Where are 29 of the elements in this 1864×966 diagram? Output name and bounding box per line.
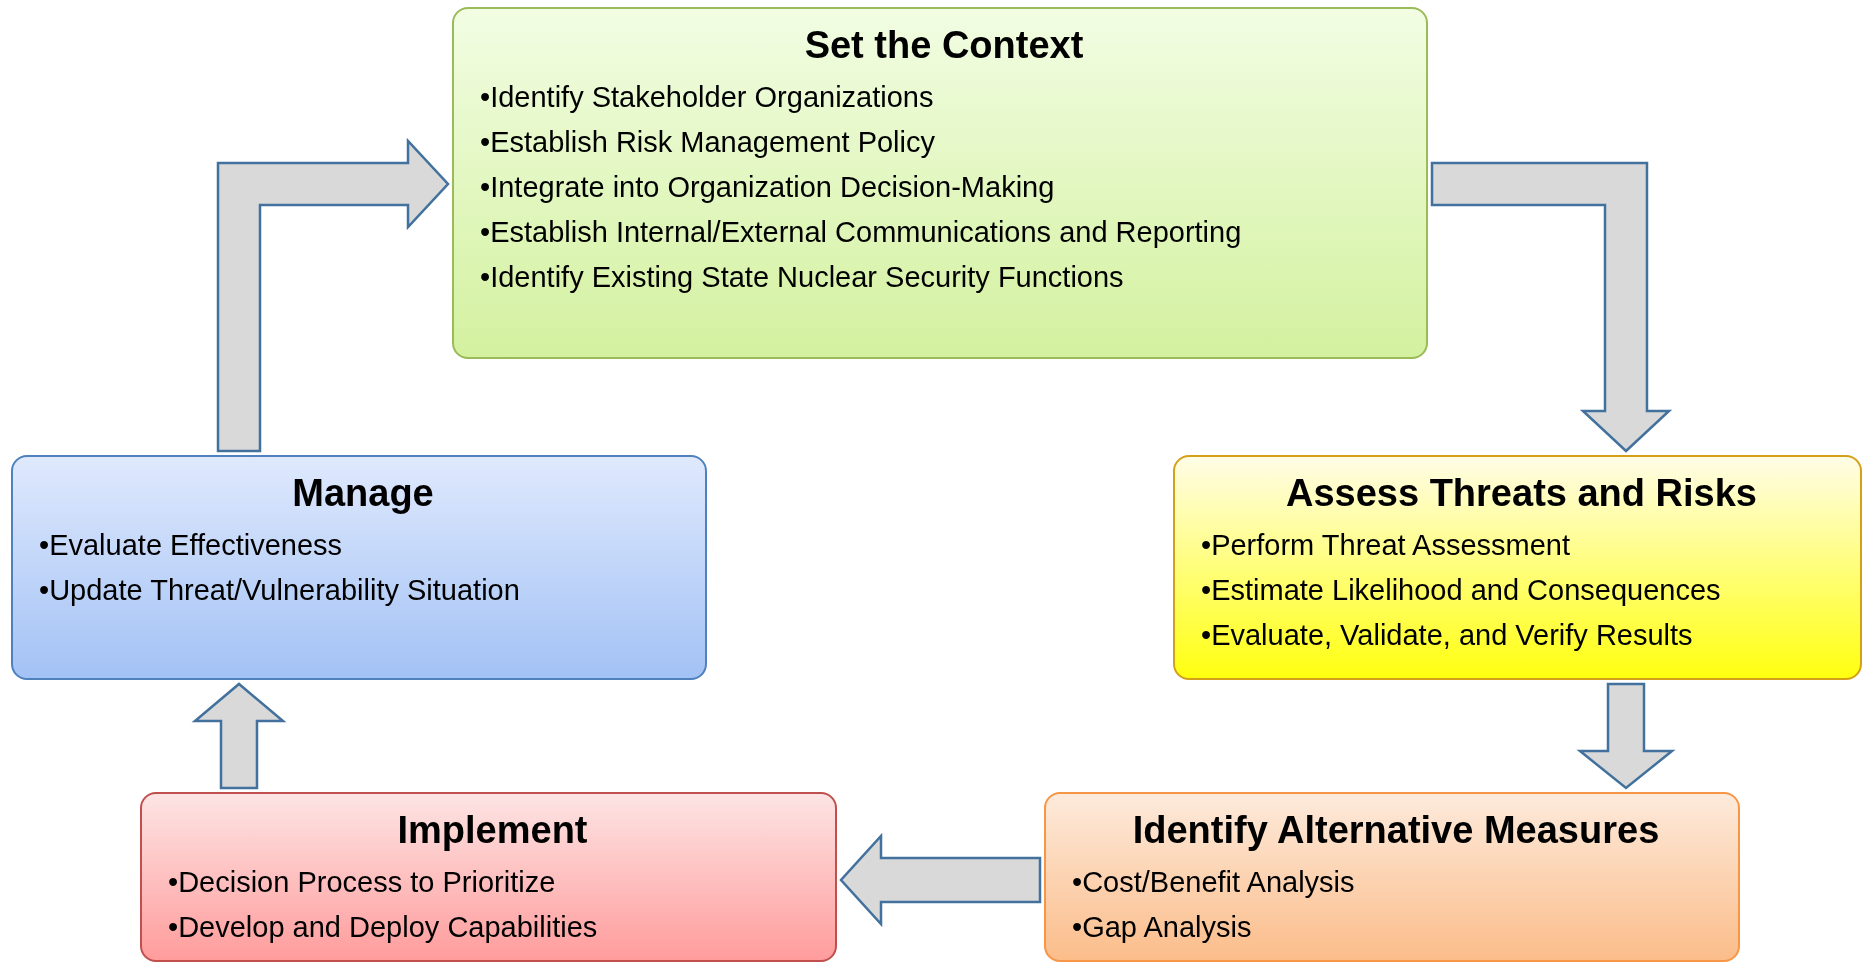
box-heading: Implement: [396, 808, 589, 853]
bullet-item: •Gap Analysis: [1072, 909, 1253, 945]
box-heading: Set the Context: [803, 23, 1085, 68]
bullet-item: •Identify Existing State Nuclear Security Functions: [480, 259, 1125, 295]
block-arrow: [191, 682, 287, 790]
box-heading: Assess Threats and Risks: [1285, 471, 1758, 516]
process-box: [1044, 792, 1740, 962]
bullet-item: •Perform Threat Assessment: [1201, 527, 1572, 563]
bullet-item: •Decision Process to Prioritize: [168, 864, 557, 900]
bullet-item: •Update Threat/Vulnerability Situation: [39, 572, 521, 608]
bullet-item: •Integrate into Organization Decision-Making: [480, 169, 1056, 205]
process-box: [1173, 455, 1862, 680]
process-box: [452, 7, 1428, 359]
bullet-item: •Estimate Likelihood and Consequences: [1201, 572, 1722, 608]
block-arrow: [839, 832, 1042, 928]
bullet-item: •Develop and Deploy Capabilities: [168, 909, 599, 945]
process-box: [11, 455, 707, 680]
block-arrow: [1576, 682, 1676, 790]
block-arrow: [216, 137, 450, 453]
bullet-item: •Evaluate, Validate, and Verify Results: [1201, 617, 1694, 653]
bullet-item: •Cost/Benefit Analysis: [1072, 864, 1356, 900]
bullet-item: •Establish Risk Management Policy: [480, 124, 936, 160]
process-box: [140, 792, 837, 962]
box-heading: Identify Alternative Measures: [1131, 808, 1661, 853]
block-arrow: [1430, 161, 1673, 453]
bullet-item: •Identify Stakeholder Organizations: [480, 79, 935, 115]
bullet-item: •Establish Internal/External Communications and Reporting: [480, 214, 1243, 250]
bullet-item: •Evaluate Effectiveness: [39, 527, 343, 563]
box-heading: Manage: [291, 471, 435, 516]
